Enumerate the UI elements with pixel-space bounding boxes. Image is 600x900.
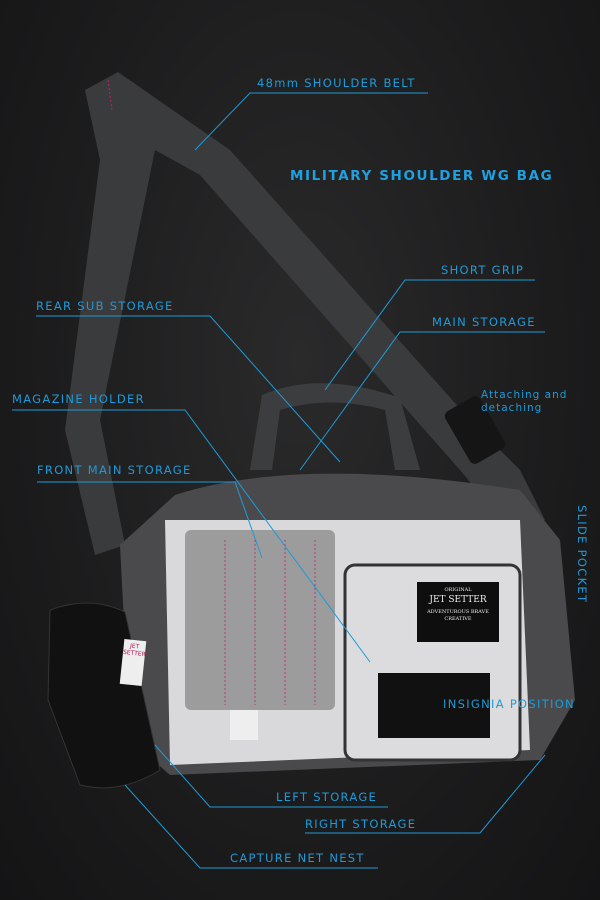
- label-right-storage: RIGHT STORAGE: [305, 817, 417, 831]
- label-detaching: detaching: [481, 402, 543, 414]
- label-rear-sub-storage: REAR SUB STORAGE: [36, 299, 174, 313]
- page-title: MILITARY SHOULDER WG BAG: [290, 168, 554, 184]
- label-attaching: Attaching and: [481, 389, 568, 401]
- buckle: [444, 396, 506, 464]
- magazine-holder-flap: [185, 530, 335, 710]
- label-shoulder-belt: 48mm SHOULDER BELT: [257, 76, 416, 90]
- label-front-main-storage: FRONT MAIN STORAGE: [37, 463, 192, 477]
- label-magazine-holder: MAGAZINE HOLDER: [12, 392, 145, 406]
- jet-setter-patch: ORIGINAL JET SETTER ADVENTUROUS BRAVE CR…: [415, 580, 501, 644]
- label-short-grip: SHORT GRIP: [441, 263, 525, 277]
- label-main-storage: MAIN STORAGE: [432, 315, 536, 329]
- label-insignia-position: INSIGNIA POSITION: [443, 697, 575, 711]
- leader-lines: [12, 92, 546, 869]
- label-capture-net-nest: CAPTURE NET NEST: [230, 851, 365, 865]
- label-left-storage: LEFT STORAGE: [276, 790, 378, 804]
- insignia-velcro: [378, 673, 490, 738]
- patch-brand: JET SETTER: [429, 595, 487, 605]
- label-slide-pocket: SLIDE POCKET: [575, 505, 589, 604]
- brand-tag: JET SETTER: [119, 638, 147, 687]
- short-grip-handle: [250, 383, 420, 470]
- patch-top: ORIGINAL: [444, 587, 472, 593]
- patch-fine: ADVENTUROUS BRAVE CREATIVE: [427, 609, 489, 622]
